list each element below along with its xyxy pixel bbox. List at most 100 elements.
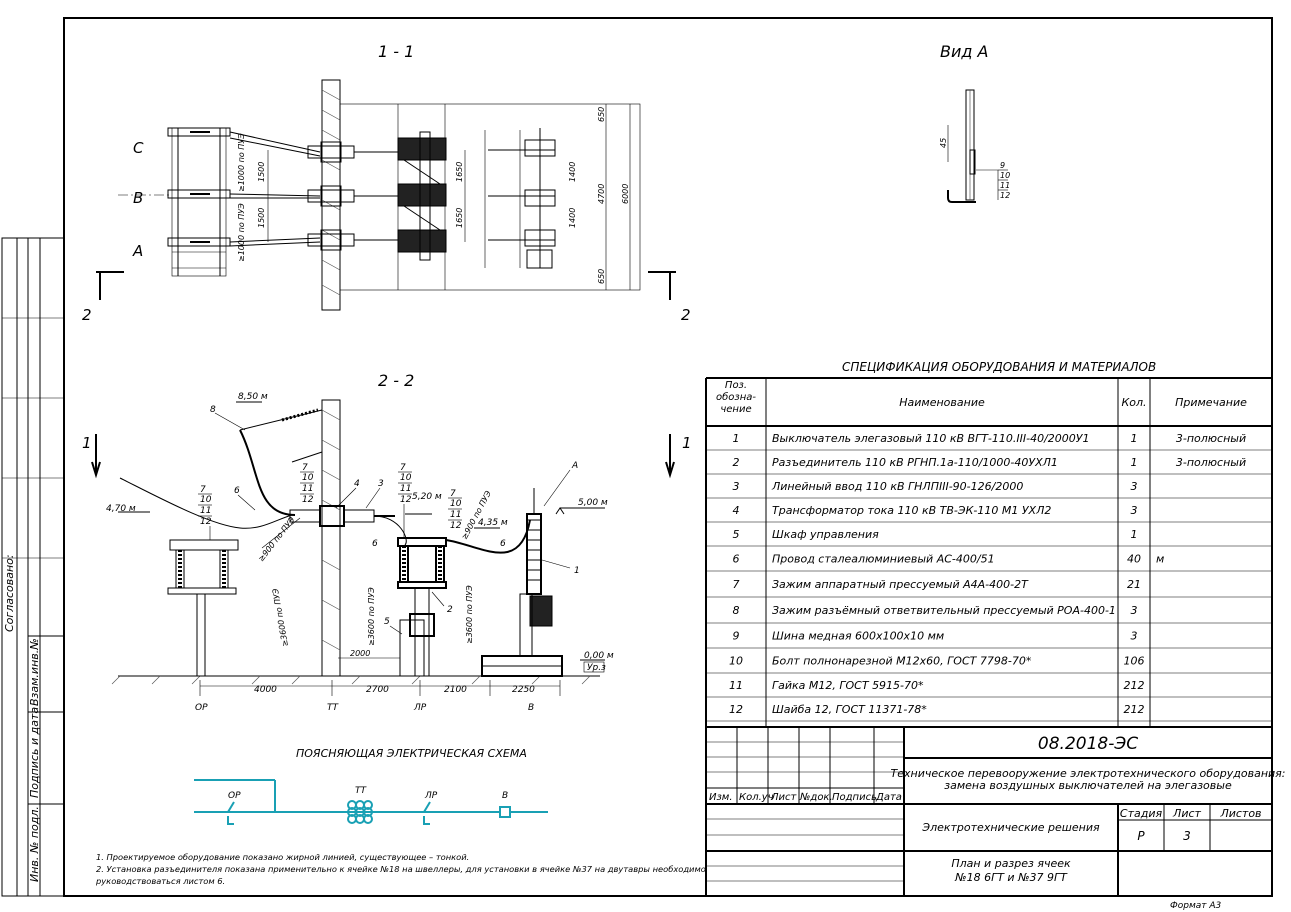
- ground-label: Ур.з: [587, 663, 606, 673]
- span-4000: 4000: [254, 685, 277, 695]
- dim-3600-c: ≥3600 по ПУЭ: [465, 585, 474, 644]
- title-block: Изм. Кол.уч Лист №док. Подпись Дата 08.2…: [705, 726, 1286, 896]
- pos-11-b: 11: [302, 484, 313, 494]
- pos-7-a: 7: [200, 485, 206, 495]
- pos-11-c: 11: [400, 484, 411, 494]
- dim-2000: 2000: [350, 649, 370, 658]
- pos-12-c: 12: [400, 495, 412, 505]
- plan-dim-1000-a: ≥1000 по ПУЭ: [237, 133, 246, 192]
- level-435: 4,35 м: [478, 518, 508, 528]
- scheme-lr: ЛР: [424, 791, 438, 801]
- pos-6-c: 6: [500, 539, 506, 549]
- section-2-2-title: 2 - 2: [378, 371, 414, 390]
- spec-row-name: Трансформатор тока 110 кВ ТВ-ЭК-110 М1 У…: [772, 504, 1051, 517]
- pos-12-b: 12: [302, 495, 314, 505]
- dim-3600-a: ≥3600 по ПУЭ: [271, 587, 290, 647]
- level-520: 5,20 м: [412, 492, 442, 502]
- spec-row-qty: 1: [1131, 432, 1138, 445]
- phase-a-label: A: [132, 242, 143, 260]
- spec-row-pos: 7: [733, 578, 740, 591]
- pos-10-d: 10: [450, 499, 462, 509]
- spec-row-qty: 212: [1124, 679, 1145, 692]
- pos-8: 8: [210, 405, 216, 415]
- cut-2-right: 2: [681, 306, 691, 324]
- level-850: 8,50 м: [238, 392, 268, 402]
- pos-12-a: 12: [200, 517, 212, 527]
- spec-row-name: Выключатель элегазовый 110 кВ ВГТ-110.II…: [772, 432, 1089, 445]
- doc-code: 08.2018-ЭС: [1038, 734, 1138, 754]
- spec-row-pos: 5: [733, 528, 740, 541]
- pos-4: 4: [354, 479, 360, 489]
- spec-row-name: Болт полнонарезной М12х60, ГОСТ 7798-70*: [772, 655, 1032, 668]
- spec-row-qty: 3: [1131, 604, 1138, 617]
- plan-dim-1650-b: 1650: [455, 208, 464, 228]
- dim-3600-b: ≥3600 по ПУЭ: [367, 587, 376, 646]
- pos-3: 3: [378, 479, 384, 489]
- pos-a: A: [571, 461, 578, 471]
- sign-date-label: Подпись и дата: [28, 707, 41, 798]
- station-lr: ЛР: [413, 703, 427, 713]
- spec-row-pos: 8: [733, 604, 740, 617]
- scheme-or: ОР: [228, 791, 241, 801]
- spec-header-name: Наименование: [899, 396, 985, 409]
- view-a-pos-11: 11: [1000, 181, 1010, 190]
- spec-row-pos: 4: [733, 504, 740, 517]
- spec-row-note: м: [1156, 553, 1164, 566]
- spec-row-qty: 3: [1131, 504, 1138, 517]
- spec-row-name: Провод сталеалюминиевый АС-400/51: [772, 553, 995, 566]
- plan-dim-1400-a: 1400: [568, 162, 577, 182]
- pos-10-c: 10: [400, 473, 412, 483]
- sheet-title-line-2: №18 6ГТ и №37 9ГТ: [954, 871, 1068, 884]
- spec-row-pos: 11: [729, 679, 743, 692]
- elevation-drawing: 1 1 8,50 м 8 4,70 м 7 10 11: [82, 392, 692, 713]
- phase-c-label: C: [133, 139, 144, 157]
- ct-symbol: [347, 800, 373, 824]
- col-data: Дата: [875, 792, 902, 803]
- project-line-1: Техническое перевооружение электротехнич…: [891, 767, 1286, 780]
- sheet-title-line-1: План и разрез ячеек: [951, 857, 1071, 870]
- cut-2-left: 2: [82, 306, 92, 324]
- spec-row-pos: 1: [733, 432, 740, 445]
- plan-dim-1400-b: 1400: [568, 208, 577, 228]
- plan-dim-1000-b: ≥1000 по ПУЭ: [237, 203, 246, 262]
- pos-2: 2: [447, 605, 453, 615]
- inv-swap-label: Взам.инв.№: [28, 638, 41, 706]
- sheet-header: Лист: [1172, 807, 1201, 820]
- agreed-label: Согласовано:: [3, 554, 16, 632]
- sheets-header: Листов: [1219, 807, 1261, 820]
- col-podpis: Подпись: [832, 792, 877, 803]
- spec-header-qty: Кол.: [1121, 396, 1146, 409]
- spec-row-pos: 9: [733, 630, 740, 643]
- format-label: Формат А3: [1170, 901, 1222, 911]
- span-2250: 2250: [512, 685, 535, 695]
- pos-6-a: 6: [234, 486, 240, 496]
- spec-row-pos: 6: [733, 553, 740, 566]
- station-or: ОР: [195, 703, 208, 713]
- spec-row-name: Зажим разъёмный ответвительный прессуемы…: [772, 604, 1116, 617]
- project-line-2: замена воздушных выключателей на элегазо…: [944, 779, 1232, 792]
- station-v: В: [528, 703, 534, 713]
- col-izm: Изм.: [709, 792, 733, 803]
- scheme-title: ПОЯСНЯЮЩАЯ ЭЛЕКТРИЧЕСКАЯ СХЕМА: [296, 747, 527, 760]
- pos-10-b: 10: [302, 473, 314, 483]
- spec-row-name: Зажим аппаратный прессуемый А4А-400-2Т: [772, 578, 1029, 591]
- spec-row-qty: 3: [1131, 480, 1138, 493]
- inv-orig-label: Инв. № подл.: [28, 806, 41, 882]
- spec-row-pos: 3: [733, 480, 740, 493]
- view-a-drawing: 45 9 10 11 12: [939, 89, 1010, 203]
- phase-b-label: B: [133, 189, 143, 207]
- spec-row-pos: 12: [729, 703, 743, 716]
- span-2700: 2700: [366, 685, 389, 695]
- spec-row-qty: 1: [1131, 528, 1138, 541]
- note-2-cont: руководствоваться листом 6.: [95, 876, 225, 886]
- spec-title: СПЕЦИФИКАЦИЯ ОБОРУДОВАНИЯ И МАТЕРИАЛОВ: [842, 360, 1156, 374]
- spec-row-qty: 3: [1131, 630, 1138, 643]
- view-a-title: Вид А: [940, 42, 988, 61]
- view-a-pos-9: 9: [1000, 161, 1005, 170]
- col-list: Лист: [770, 792, 798, 803]
- scheme-v: В: [502, 791, 508, 801]
- cut-1-left: 1: [82, 434, 92, 452]
- pos-7-c: 7: [400, 463, 406, 473]
